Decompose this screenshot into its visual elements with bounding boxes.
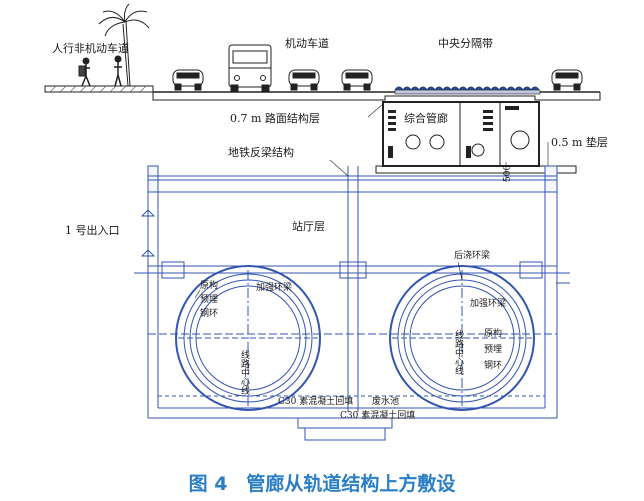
pavement-label: 0.7 m 路面结构层 xyxy=(230,111,320,125)
left-embed-label: 预埋 xyxy=(200,294,218,305)
post-pour-beam-label: 后浇环梁 xyxy=(454,249,490,261)
inverted-beam-label: 地铁反梁结构 xyxy=(228,145,294,159)
left-tunnel-ring xyxy=(175,265,321,412)
bus-icon xyxy=(228,44,272,93)
dimension-500: 500 xyxy=(503,165,513,182)
left-center-label: 线路中心线 xyxy=(239,349,250,395)
utility-tunnel-label: 综合管廊 xyxy=(404,111,448,125)
concourse-label: 站厅层 xyxy=(292,219,325,233)
figure-caption: 图 4 管廊从轨道结构上方敷设 xyxy=(189,472,456,495)
left-steel-label: 钢环 xyxy=(200,307,218,319)
right-orig-label: 原构 xyxy=(484,327,502,339)
right-embed-label: 预埋 xyxy=(484,344,502,355)
right-steel-label: 钢环 xyxy=(484,359,502,371)
sidewalk-label: 人行非机动车道 xyxy=(52,41,129,55)
car-icon xyxy=(551,69,583,91)
pedestrian-icon xyxy=(114,55,122,87)
palm-tree-icon xyxy=(98,3,150,87)
right-center-label: 线路中心线 xyxy=(453,329,464,375)
right-strengthen-label: 加强环梁 xyxy=(470,297,506,309)
exit1-label: 1 号出入口 xyxy=(65,223,120,237)
car-icon xyxy=(341,69,373,91)
waste-pool-label: 废水池 xyxy=(372,395,399,407)
pedestrian-icon xyxy=(78,57,91,87)
car-icon xyxy=(172,69,204,91)
cushion-label: 0.5 m 垫层 xyxy=(551,135,608,149)
motor-lane-label: 机动车道 xyxy=(285,36,329,50)
leader-lines xyxy=(194,103,549,299)
backfill1-label: C30 素混凝土回填 xyxy=(278,395,353,407)
road-surface xyxy=(44,85,601,101)
car-icon xyxy=(288,69,320,91)
right-tunnel-ring xyxy=(389,265,535,412)
left-orig-label: 原构 xyxy=(200,279,218,291)
median-label: 中央分隔带 xyxy=(438,37,493,50)
backfill2-label: C30 素混凝土回填 xyxy=(340,409,415,421)
left-strengthen-label: 加强环梁 xyxy=(256,281,292,293)
